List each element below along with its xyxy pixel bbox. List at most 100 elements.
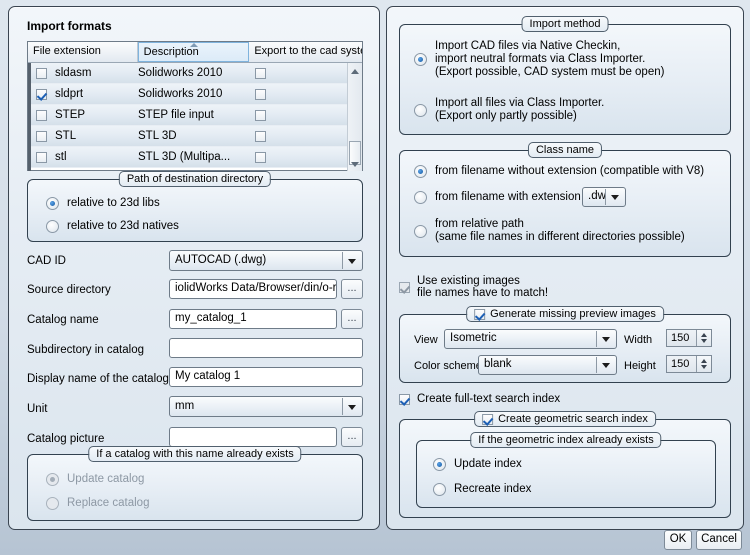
radio-filename-with-extension[interactable]: from filename with extension [414, 191, 581, 204]
label-unit: Unit [27, 403, 48, 415]
scroll-down-button[interactable] [348, 156, 362, 171]
row-export-checkbox[interactable] [255, 130, 266, 142]
group-title-geometric-index-exists: If the geometric index already exists [470, 432, 662, 448]
import-formats-table[interactable]: File extension Description Export to the… [27, 41, 363, 171]
radio-icon[interactable] [414, 224, 427, 238]
column-header-export[interactable]: Export to the cad system [254, 45, 362, 57]
table-row[interactable]: stl STL 3D (Multipa... [31, 147, 362, 168]
radio-icon[interactable] [433, 483, 446, 496]
cancel-button[interactable]: Cancel [696, 530, 742, 550]
source-directory-browse-button[interactable]: ... [341, 279, 363, 299]
height-stepper[interactable]: 150 [666, 355, 712, 373]
ok-button[interactable]: OK [664, 530, 692, 550]
radio-recreate-index[interactable]: Recreate index [433, 483, 531, 496]
radio-icon[interactable] [46, 473, 59, 486]
page-title: Import formats [27, 19, 112, 33]
geometric-search-index-group: Create geometric search index If the geo… [399, 411, 731, 518]
color-scheme-select[interactable]: blank [478, 355, 617, 375]
radio-icon[interactable] [46, 197, 59, 210]
row-enable-checkbox[interactable] [36, 130, 47, 142]
group-title-create-geometric-index[interactable]: Create geometric search index [474, 411, 656, 427]
fulltext-index-checkbox-row[interactable]: Create full-text search index [399, 393, 560, 405]
geometric-index-exists-group: If the geometric index already exists Up… [416, 432, 716, 508]
chevron-up-icon [351, 68, 359, 74]
table-row[interactable]: STL STL 3D [31, 126, 362, 147]
radio-relative-to-natives[interactable]: relative to 23d natives [46, 220, 179, 233]
table-body: sldasm Solidworks 2010 sldprt Solidworks… [28, 63, 362, 171]
table-row[interactable]: sldasm Solidworks 2010 [31, 63, 362, 84]
row-description: STEP file input [138, 109, 214, 121]
unit-select[interactable]: mm [169, 396, 363, 417]
radio-icon[interactable] [414, 53, 427, 66]
import-options-panel: Import method Import CAD files via Nativ… [386, 6, 744, 530]
table-vertical-scrollbar[interactable] [347, 63, 362, 171]
label-view: View [414, 334, 438, 346]
radio-import-native-checkin[interactable]: Import CAD files via Native Checkin, imp… [414, 40, 714, 79]
table-row[interactable]: STEP STEP file input [31, 105, 362, 126]
row-enable-checkbox[interactable] [36, 67, 47, 79]
column-header-file-extension[interactable]: File extension [28, 42, 138, 62]
row-enable-checkbox[interactable] [36, 151, 47, 163]
row-export-checkbox[interactable] [255, 109, 266, 121]
display-name-input[interactable]: My catalog 1 [169, 367, 363, 387]
chevron-down-icon[interactable] [596, 331, 615, 347]
subdirectory-input[interactable] [169, 338, 363, 358]
class-name-group: Class name from filename without extensi… [399, 142, 731, 257]
checkbox-icon[interactable] [482, 413, 494, 425]
scroll-up-button[interactable] [348, 63, 362, 78]
label-height: Height [624, 360, 656, 372]
chevron-down-icon[interactable] [342, 398, 361, 415]
view-select[interactable]: Isometric [444, 329, 617, 349]
catalog-picture-browse-button[interactable]: ... [341, 427, 363, 447]
stepper-arrows-icon[interactable] [696, 330, 711, 346]
radio-relative-path[interactable]: from relative path (same file names in d… [414, 218, 714, 244]
radio-relative-to-libs[interactable]: relative to 23d libs [46, 197, 160, 210]
catalog-picture-input[interactable] [169, 427, 337, 447]
import-formats-panel: Import formats File extension Descriptio… [8, 6, 380, 530]
row-description: Solidworks 2010 [138, 67, 223, 79]
group-title-import-method: Import method [521, 16, 609, 32]
sort-ascending-icon [189, 43, 198, 47]
checkbox-icon[interactable] [474, 308, 486, 320]
label-color-scheme: Color scheme [414, 360, 482, 372]
table-row[interactable]: sldprt Solidworks 2010 [31, 84, 362, 105]
row-export-checkbox[interactable] [255, 88, 266, 100]
label-catalog-name: Catalog name [27, 314, 99, 326]
label-source-directory: Source directory [27, 284, 111, 296]
label-display-name: Display name of the catalog [27, 373, 169, 385]
catalog-name-browse-button[interactable]: ... [341, 309, 363, 329]
chevron-down-icon[interactable] [342, 252, 361, 269]
radio-icon[interactable] [414, 103, 427, 117]
group-title-class-name: Class name [527, 142, 603, 158]
cad-id-select[interactable]: AUTOCAD (.dwg) [169, 250, 363, 271]
label-width: Width [624, 334, 653, 346]
group-title-generate-preview-images[interactable]: Generate missing preview images [466, 306, 664, 322]
radio-update-index[interactable]: Update index [433, 458, 522, 471]
radio-icon[interactable] [46, 220, 59, 233]
radio-icon[interactable] [414, 191, 427, 204]
radio-import-all-class-importer[interactable]: Import all files via Class Importer. (Ex… [414, 97, 714, 123]
radio-icon[interactable] [433, 458, 446, 471]
row-enable-checkbox[interactable] [36, 88, 47, 100]
use-existing-images-checkbox-row[interactable]: Use existing images file names have to m… [399, 275, 548, 299]
row-enable-checkbox[interactable] [36, 109, 47, 121]
radio-icon[interactable] [46, 497, 59, 510]
source-directory-input[interactable]: iolidWorks Data/Browser/din/o-rings [169, 279, 337, 299]
radio-filename-without-extension[interactable]: from filename without extension (compati… [414, 165, 704, 178]
row-description: STL 3D (Multipa... [138, 151, 231, 163]
checkbox-icon[interactable] [399, 393, 410, 405]
catalog-name-input[interactable]: my_catalog_1 [169, 309, 337, 329]
row-export-checkbox[interactable] [255, 67, 266, 79]
generate-preview-images-group: Generate missing preview images View Iso… [399, 306, 731, 383]
radio-update-catalog[interactable]: Update catalog [46, 473, 144, 486]
extension-select[interactable]: .dwg [582, 187, 626, 207]
width-stepper[interactable]: 150 [666, 329, 712, 347]
checkbox-icon[interactable] [399, 281, 410, 293]
radio-replace-catalog[interactable]: Replace catalog [46, 497, 149, 510]
radio-icon[interactable] [414, 165, 427, 178]
column-header-description[interactable]: Description [137, 42, 250, 62]
chevron-down-icon[interactable] [596, 357, 615, 373]
row-export-checkbox[interactable] [255, 151, 266, 163]
stepper-arrows-icon[interactable] [696, 356, 711, 372]
chevron-down-icon[interactable] [605, 189, 624, 205]
